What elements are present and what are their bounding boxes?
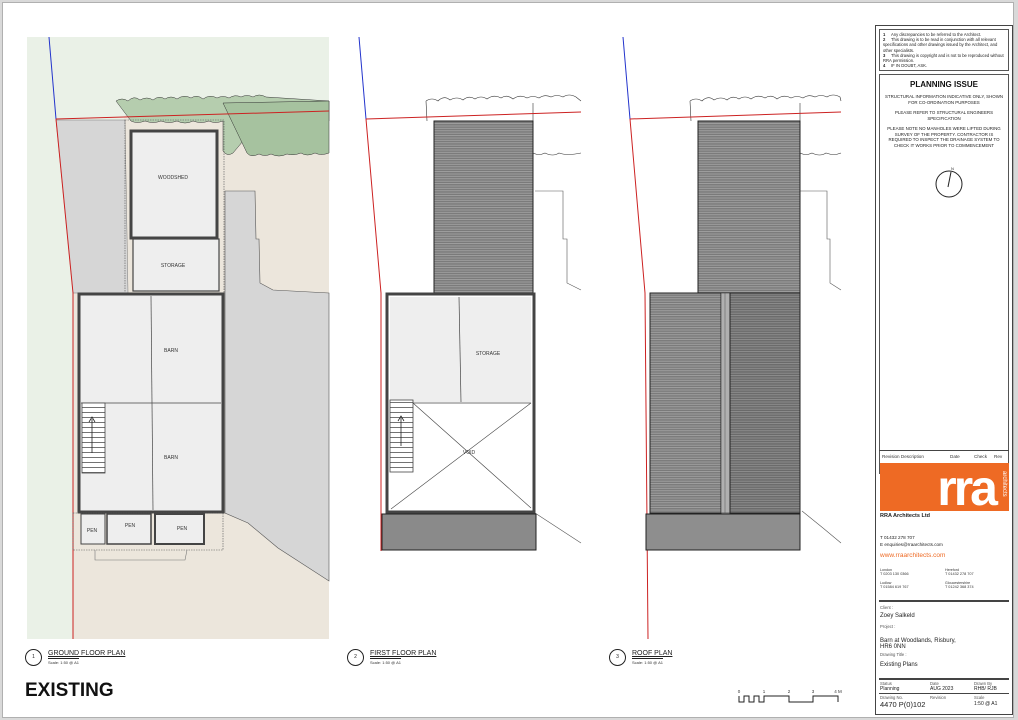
client-value: Zoey Salkeld [880, 613, 915, 619]
room-label-barn: BARN [164, 348, 178, 354]
room-label-pen: PEN [125, 523, 136, 529]
note-text: This drawing is to be read in conjunctio… [883, 37, 998, 53]
revision-label: Revision [930, 695, 947, 700]
planning-note: PLEASE REFER TO STRUCTURAL ENGINEERS SPE… [895, 110, 993, 121]
title-block: 1 Any discrepancies to be referred to the… [875, 25, 1013, 715]
plan-number-badge: 3 [609, 649, 626, 666]
scale-bar: 0 1 2 3 4 M [738, 689, 842, 703]
note-number: 3 [883, 52, 886, 58]
logo-subtext: architects [1001, 471, 1007, 497]
plan-title: FIRST FLOOR PLAN [370, 650, 437, 657]
note-number: 2 [883, 37, 886, 43]
date-label: Date [930, 681, 939, 686]
plan-scale: Scale: 1:50 @ A1 [370, 658, 401, 665]
scale-tick: 3 [812, 689, 815, 694]
plan-scale: Scale: 1:50 @ A1 [48, 658, 79, 665]
scale-label: Scale [974, 695, 985, 700]
room-label-woodshed: WOODSHED [158, 175, 188, 181]
revision-check-header: Check [974, 453, 988, 459]
revision-date-header: Date [950, 453, 960, 459]
drawing-title-value: Existing Plans [880, 662, 918, 668]
divider [879, 600, 1009, 602]
status-label: Status [880, 681, 892, 686]
company-phone: T 01432 278 707 [880, 535, 915, 540]
room-label-storage: STORAGE [161, 263, 186, 269]
company-name: RRA Architects Ltd [880, 513, 931, 519]
project-value-line1: Barn at Woodlands, Risbury, [880, 638, 956, 644]
note-number: 4 [883, 63, 886, 69]
general-notes: 1 Any discrepancies to be referred to the… [879, 29, 1009, 71]
company-website-link[interactable]: www.rraarchitects.com [880, 552, 946, 559]
note-text: This drawing is copyright and is not to … [883, 52, 1004, 64]
room-label-pen: PEN [87, 528, 98, 534]
note-text: Any discrepancies to be referred to the … [891, 32, 982, 37]
room-label-void: VOID [463, 450, 476, 456]
divider [879, 693, 1009, 694]
divider [879, 678, 1009, 680]
first-floor-plan-drawing: STORAGE VOID [358, 36, 582, 551]
plan-title: GROUND FLOOR PLAN [48, 650, 126, 657]
company-email[interactable]: E enquiries@rraarchitects.com [880, 542, 943, 547]
project-label: Project : [880, 624, 896, 629]
planning-issue-heading: PLANNING ISSUE [909, 80, 978, 89]
company-details: RRA Architects Ltd T 01432 278 707 E enq… [880, 513, 1009, 559]
existing-stamp: EXISTING [25, 680, 114, 701]
plan-number-badge: 1 [25, 649, 42, 666]
north-label: N [951, 166, 954, 171]
scale-tick: 2 [788, 689, 791, 694]
drawn-by-value: RHB/ RJB [974, 686, 997, 692]
revision-table-header: Revision Description Date Check Rev [879, 450, 1009, 461]
plan-number-badge: 2 [347, 649, 364, 666]
scale-tick: 0 [738, 689, 741, 694]
ground-floor-plan-drawing: WOODSHED STORAGE BARN BARN PEN PEN PEN [27, 36, 330, 639]
logo-text: rra [937, 463, 998, 511]
scale-tick: 1 [763, 689, 766, 694]
note-number: 1 [883, 32, 886, 37]
revision-description-header: Revision Description [882, 453, 924, 459]
drawing-number-value: 4470 P(0)102 [880, 700, 926, 709]
client-label: Client : [880, 605, 894, 610]
status-value: Planning [880, 686, 900, 692]
drawn-by-label: Drawn By [974, 681, 993, 686]
drawing-title-label: Drawing Title : [880, 652, 907, 657]
room-label-pen: PEN [177, 526, 188, 532]
scale-value: 1:50 @ A1 [974, 701, 998, 707]
revision-rev-header: Rev [994, 453, 1003, 459]
date-value: AUG 2023 [930, 686, 954, 692]
north-arrow-icon: N [935, 166, 963, 198]
scale-tick: 4 M [834, 689, 842, 694]
plan-scale: Scale: 1:50 @ A1 [632, 658, 663, 665]
planning-issue-panel: PLANNING ISSUE STRUCTURAL INFORMATION IN… [879, 74, 1009, 474]
planning-note: STRUCTURAL INFORMATION INDICATIVE ONLY, … [884, 94, 1004, 105]
room-label-barn: BARN [164, 455, 178, 461]
room-label-storage: STORAGE [476, 351, 501, 357]
rra-logo: rra architects [880, 463, 1009, 511]
project-value-line2: HR6 0NN [880, 644, 906, 650]
roof-plan-drawing [622, 36, 842, 640]
plan-title: ROOF PLAN [632, 650, 673, 657]
drawing-number-label: Drawing No. [880, 695, 904, 700]
note-text: IF IN DOUBT, ASK. [891, 63, 928, 69]
planning-note: PLEASE NOTE NO MANHOLES WERE LIFTED DURI… [887, 126, 1001, 148]
